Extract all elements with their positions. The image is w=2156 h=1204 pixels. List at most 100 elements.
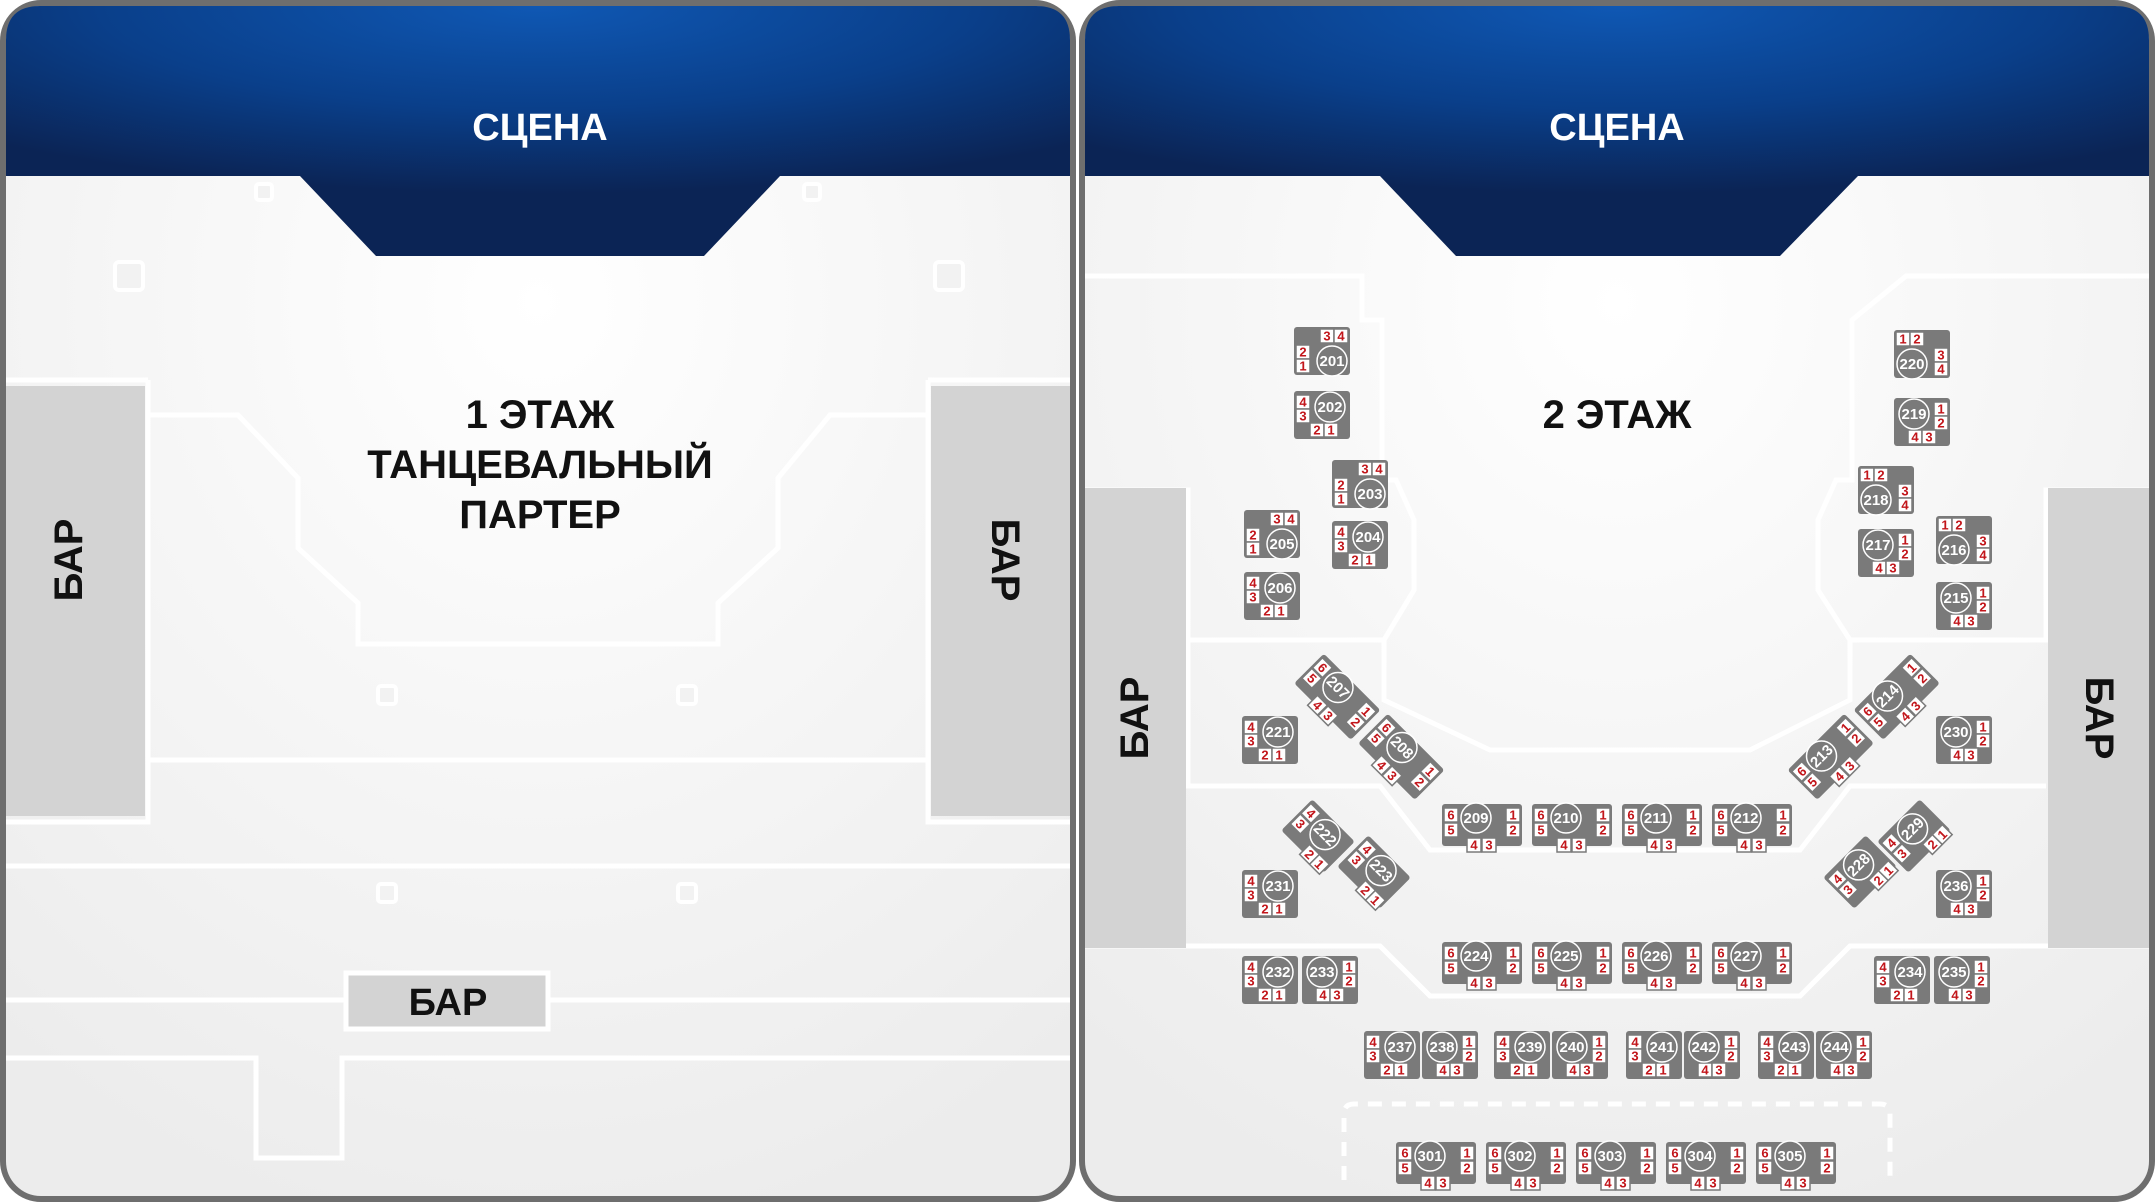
seat[interactable]: 2 — [1333, 477, 1349, 493]
seat[interactable]: 1 — [1505, 807, 1521, 823]
seat[interactable]: 4 — [1466, 837, 1482, 853]
seat[interactable]: 4 — [1875, 959, 1891, 975]
seat[interactable]: 1 — [1975, 719, 1991, 735]
seat[interactable]: 4 — [1646, 975, 1662, 991]
seat[interactable]: 2 — [1259, 603, 1275, 619]
seat[interactable]: 1 — [1549, 1145, 1565, 1161]
seat[interactable]: 4 — [1829, 1062, 1845, 1078]
seat[interactable]: 5 — [1713, 960, 1729, 976]
seat[interactable]: 1 — [1900, 656, 1923, 679]
seat[interactable]: 4 — [1510, 1175, 1526, 1191]
seat[interactable]: 2 — [1819, 1160, 1835, 1176]
seat[interactable]: 4 — [1736, 975, 1752, 991]
seat[interactable]: 3 — [1245, 589, 1261, 605]
seat[interactable]: 3 — [1963, 747, 1979, 763]
seat[interactable]: 4 — [1420, 1175, 1436, 1191]
seat[interactable]: 2 — [1245, 527, 1261, 543]
seat[interactable]: 4 — [1245, 575, 1261, 591]
seat[interactable]: 2 — [1889, 987, 1905, 1003]
seat[interactable]: 3 — [1795, 1175, 1811, 1191]
seat[interactable]: 3 — [1333, 538, 1349, 554]
seat[interactable]: 2 — [1257, 901, 1273, 917]
seat[interactable]: 3 — [1885, 560, 1901, 576]
seat[interactable]: 4 — [1690, 1175, 1706, 1191]
seat[interactable]: 1 — [1937, 517, 1953, 533]
seat[interactable]: 4 — [1949, 901, 1965, 917]
seat[interactable]: 2 — [1855, 1048, 1871, 1064]
seat[interactable]: 4 — [1975, 547, 1991, 563]
seat[interactable]: 2 — [1951, 517, 1967, 533]
seat[interactable]: 1 — [1775, 945, 1791, 961]
seat[interactable]: 3 — [1661, 837, 1677, 853]
seat[interactable]: 5 — [1487, 1160, 1503, 1176]
seat[interactable]: 4 — [1871, 560, 1887, 576]
seat[interactable]: 1 — [1723, 1034, 1739, 1050]
seat[interactable]: 1 — [1355, 700, 1378, 723]
seat[interactable]: 4 — [1243, 719, 1259, 735]
seat[interactable]: 2 — [1459, 1160, 1475, 1176]
seat[interactable]: 4 — [1306, 694, 1329, 717]
seat[interactable]: 1 — [1419, 760, 1442, 783]
seat[interactable]: 2 — [1379, 1062, 1395, 1078]
seat[interactable]: 6 — [1311, 656, 1334, 679]
seat[interactable]: 1 — [1459, 1145, 1475, 1161]
seat[interactable]: 1 — [1685, 807, 1701, 823]
seat[interactable]: 6 — [1713, 945, 1729, 961]
seat[interactable]: 1 — [1295, 358, 1311, 374]
seat[interactable]: 4 — [1283, 511, 1299, 527]
seat[interactable]: 2 — [1408, 771, 1431, 794]
seat[interactable]: 4 — [1495, 1034, 1511, 1050]
seat[interactable]: 1 — [1931, 823, 1954, 846]
seat[interactable]: 3 — [1449, 1062, 1465, 1078]
seat[interactable]: 1 — [1271, 747, 1287, 763]
seat[interactable]: 1 — [1897, 532, 1913, 548]
seat[interactable]: 2 — [1257, 747, 1273, 763]
seat[interactable]: 1 — [1364, 889, 1387, 912]
seat[interactable]: 1 — [1834, 716, 1857, 739]
seat[interactable]: 4 — [1556, 837, 1572, 853]
seat[interactable]: 3 — [1751, 975, 1767, 991]
seat[interactable]: 2 — [1775, 960, 1791, 976]
seat[interactable]: 1 — [1775, 807, 1791, 823]
seat[interactable]: 1 — [1975, 585, 1991, 601]
seat[interactable]: 2 — [1973, 973, 1989, 989]
seat[interactable]: 6 — [1790, 760, 1813, 783]
seat[interactable]: 1 — [1933, 401, 1949, 417]
seat[interactable]: 4 — [1299, 802, 1322, 825]
seat[interactable]: 1 — [1787, 1062, 1803, 1078]
seat[interactable]: 2 — [1549, 1160, 1565, 1176]
seat[interactable]: 1 — [1819, 1145, 1835, 1161]
seat[interactable]: 5 — [1623, 822, 1639, 838]
seat[interactable]: 1 — [1273, 603, 1289, 619]
seat[interactable]: 1 — [1271, 987, 1287, 1003]
seat[interactable]: 1 — [1461, 1034, 1477, 1050]
seat[interactable]: 4 — [1947, 987, 1963, 1003]
seat[interactable]: 6 — [1713, 807, 1729, 823]
seat[interactable]: 6 — [1533, 807, 1549, 823]
seat[interactable]: 1 — [1341, 959, 1357, 975]
seat[interactable]: 3 — [1627, 1048, 1643, 1064]
seat[interactable]: 2 — [1309, 422, 1325, 438]
seat[interactable]: 3 — [1711, 1062, 1727, 1078]
seat[interactable]: 5 — [1364, 727, 1387, 750]
seat[interactable]: 5 — [1713, 822, 1729, 838]
seat[interactable]: 2 — [1685, 960, 1701, 976]
seat[interactable]: 4 — [1315, 987, 1331, 1003]
seat[interactable]: 3 — [1751, 837, 1767, 853]
